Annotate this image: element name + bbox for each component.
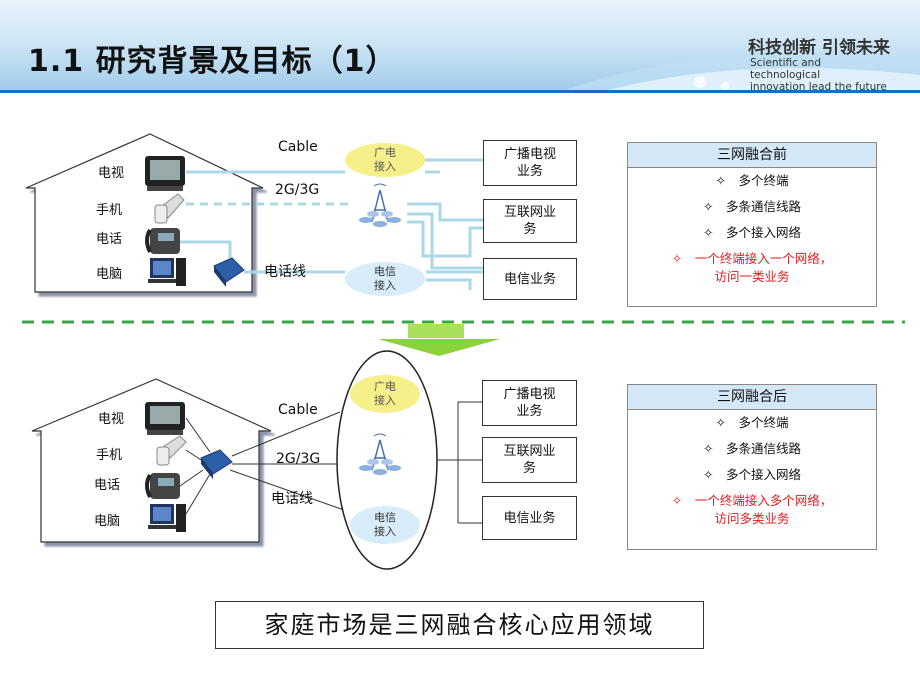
slogan-chinese: 科技创新 引领未来 [748, 38, 890, 58]
service-telecom-bottom: 电信业务 [482, 496, 577, 540]
device-label-mobile-top: 手机 [96, 203, 123, 218]
broadcast-access-ellipse-bottom [350, 375, 420, 413]
service-internet-top: 互联网业 务 [483, 199, 577, 243]
panel-after-highlight: ✧ 一个终端接入多个网络， 访问多类业务 [628, 488, 876, 528]
panel-after-highlight-line1: ✧ 一个终端接入多个网络， [671, 493, 833, 508]
device-label-tv-top: 电视 [98, 166, 125, 181]
computer-icon-bottom [148, 504, 186, 532]
desk-phone-icon-bottom [145, 473, 180, 499]
panel-after-item: ✧ 多个终端 [715, 415, 789, 430]
telecom-access-ellipse-top [345, 262, 425, 296]
panel-before-item: ✧ 多个终端 [715, 173, 789, 188]
device-label-tv-bottom: 电视 [98, 412, 125, 427]
telecom-access-label-top: 电信 接入 [374, 265, 396, 292]
service-telecom-top: 电信业务 [483, 258, 577, 300]
device-label-phone-bottom: 电话 [94, 478, 121, 493]
conclusion-box: 家庭市场是三网融合核心应用领域 [215, 601, 704, 649]
panel-after-item: ✧ 多条通信线路 [703, 441, 801, 456]
telecom-access-ellipse-bottom [350, 506, 420, 544]
tv-icon-bottom [145, 402, 185, 435]
device-label-mobile-bottom: 手机 [96, 448, 123, 463]
slide-header: 1.1 研究背景及目标（1） 科技创新 引领未来 Scientific and … [0, 0, 920, 92]
mobile-phone-icon-top [154, 193, 185, 224]
broadcast-access-label-top: 广电 接入 [374, 146, 396, 173]
link-label-mobile-top: 2G/3G [275, 182, 320, 198]
modem-icon-top [213, 257, 245, 287]
service-broadcast-bottom: 广播电视 业务 [482, 380, 577, 426]
link-label-cable-top: Cable [278, 139, 318, 155]
antenna-tower-icon-bottom [359, 433, 401, 475]
telecom-access-label-bottom: 电信 接入 [374, 511, 396, 538]
link-label-cable-bottom: Cable [278, 402, 318, 418]
house-bottom [31, 378, 272, 543]
link-label-mobile-bottom: 2G/3G [276, 451, 321, 467]
gateway-icon-bottom [200, 449, 233, 479]
slogan-english: Scientific and technological innovation … [750, 57, 890, 92]
bottom-connection-lines [179, 401, 482, 524]
panel-after-title: 三网融合后 [628, 385, 876, 410]
page-title: 1.1 研究背景及目标（1） [28, 44, 397, 79]
top-connection-lines [180, 158, 483, 290]
header-underline [0, 90, 920, 93]
device-label-phone-top: 电话 [96, 232, 123, 247]
panel-before-highlight-line2: 访问一类业务 [714, 269, 790, 284]
panel-before-title: 三网融合前 [628, 143, 876, 168]
down-arrow-icon [378, 324, 500, 356]
mobile-phone-icon-bottom [156, 435, 187, 466]
panel-before-item: ✧ 多条通信线路 [703, 199, 801, 214]
panel-after-item: ✧ 多个接入网络 [703, 467, 801, 482]
service-internet-bottom: 互联网业 务 [482, 437, 577, 483]
header-decoration [560, 54, 920, 92]
computer-icon-top [148, 258, 186, 286]
link-label-phone-bottom: 电话线 [271, 491, 313, 507]
desk-phone-icon-top [145, 228, 180, 254]
panel-before-highlight-line1: ✧ 一个终端接入一个网络， [671, 251, 833, 266]
panel-before-highlight: ✧ 一个终端接入一个网络， 访问一类业务 [628, 246, 876, 286]
broadcast-access-ellipse-top [345, 143, 425, 177]
broadcast-access-label-bottom: 广电 接入 [374, 380, 396, 407]
service-broadcast-top: 广播电视 业务 [483, 140, 577, 186]
slogan-english-line2: innovation lead the future [750, 81, 887, 92]
tv-icon-top [145, 156, 185, 191]
antenna-tower-icon-top [359, 183, 401, 227]
link-label-phone-top: 电话线 [264, 264, 306, 280]
panel-before-convergence: 三网融合前 ✧ 多个终端 ✧ 多条通信线路 ✧ 多个接入网络 ✧ 一个终端接入一… [627, 142, 877, 307]
device-label-pc-top: 电脑 [96, 267, 123, 282]
device-label-pc-bottom: 电脑 [94, 514, 121, 529]
panel-after-highlight-line2: 访问多类业务 [714, 511, 790, 526]
panel-before-item: ✧ 多个接入网络 [703, 225, 801, 240]
slogan-english-line1: Scientific and technological [750, 57, 821, 81]
panel-after-convergence: 三网融合后 ✧ 多个终端 ✧ 多条通信线路 ✧ 多个接入网络 ✧ 一个终端接入多… [627, 384, 877, 550]
